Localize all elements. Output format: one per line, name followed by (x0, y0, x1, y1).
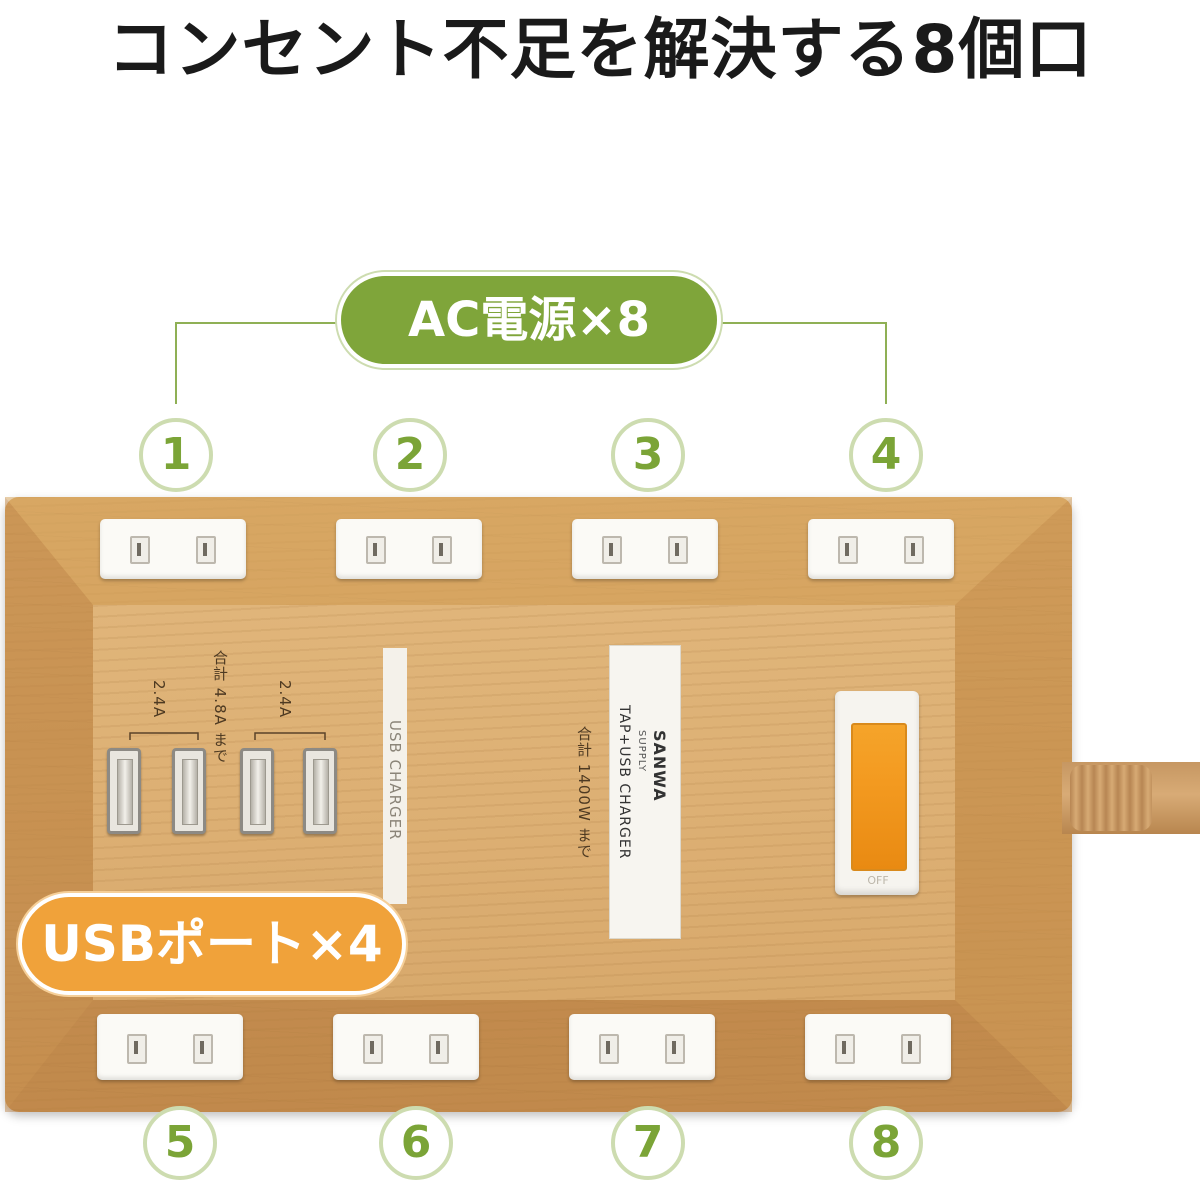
usb-total-rating: 合計 4.8A まで (211, 650, 229, 764)
outlet-number-3: 3 (611, 418, 685, 492)
ac-outlet-7 (569, 1014, 715, 1080)
outlet-number-2: 2 (373, 418, 447, 492)
usb-port-count-badge: USBポート×4 (18, 893, 406, 995)
outlet-number-8: 8 (849, 1106, 923, 1180)
product-label-card (609, 645, 681, 939)
usb-charger-label: USB CHARGER (386, 720, 404, 841)
brand-sub: SUPPLY (636, 730, 647, 773)
usb-port-1 (107, 748, 141, 834)
ac-outlet-4 (808, 519, 954, 579)
outlet-number-5: 5 (143, 1106, 217, 1180)
headline: コンセント不足を解決する8個口 (107, 11, 1093, 88)
model-label: TAP+USB CHARGER (616, 705, 632, 860)
ac-outlet-count-badge: AC電源×8 (337, 272, 721, 368)
ac-outlet-5 (97, 1014, 243, 1080)
ac-total-rating: 合計 1400W まで (575, 726, 593, 860)
ac-outlet-6 (333, 1014, 479, 1080)
usb-right-rating: 2.4A (276, 680, 294, 719)
outlet-number-7: 7 (611, 1106, 685, 1180)
outlet-number-6: 6 (379, 1106, 453, 1180)
outlet-number-1: 1 (139, 418, 213, 492)
power-switch[interactable] (851, 723, 907, 871)
ac-outlet-1 (100, 519, 246, 579)
ac-outlet-3 (572, 519, 718, 579)
switch-off-label: OFF (867, 874, 889, 887)
cord-bushing (1070, 765, 1152, 831)
usb-port-2 (172, 748, 206, 834)
usb-left-rating: 2.4A (150, 680, 168, 719)
usb-port-3 (240, 748, 274, 834)
ac-outlet-8 (805, 1014, 951, 1080)
outlet-number-4: 4 (849, 418, 923, 492)
usb-port-4 (303, 748, 337, 834)
usb-charger-strip (383, 648, 407, 904)
brand-name: SANWA (650, 730, 669, 802)
ac-outlet-2 (336, 519, 482, 579)
